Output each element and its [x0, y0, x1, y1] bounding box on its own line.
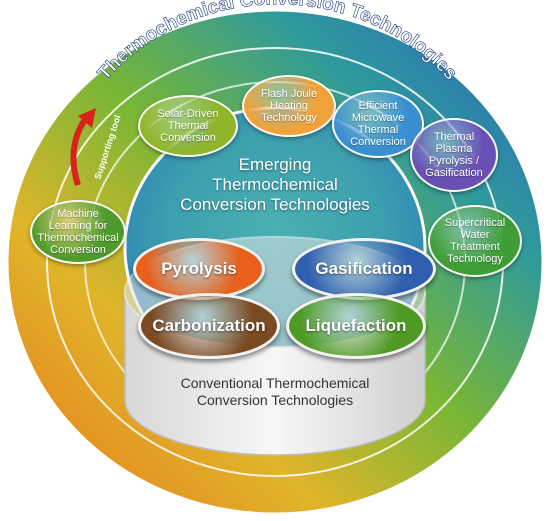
conventional-heading: Conventional Thermochemical Conversion T… — [135, 375, 415, 409]
method-pyrolysis: Pyrolysis — [133, 238, 265, 300]
method-label: Carbonization — [152, 316, 266, 335]
conventional-line-2: Conversion Technologies — [196, 392, 354, 408]
method-label: Pyrolysis — [161, 259, 237, 278]
method-liquefaction: Liquefaction — [286, 293, 426, 359]
method-label: Liquefaction — [305, 316, 407, 335]
method-gasification: Gasification — [292, 238, 436, 300]
conventional-line-1: Conventional Thermochemical — [180, 375, 370, 391]
emerging-heading: Emerging Thermochemical Conversion Techn… — [150, 155, 400, 215]
method-carbonization: Carbonization — [138, 293, 280, 359]
supporting-arrow-head — [78, 108, 96, 128]
emerging-line-2: Thermochemical — [212, 175, 338, 194]
emerging-line-3: Conversion Technologies — [180, 195, 370, 214]
emerging-line-1: Emerging — [238, 155, 312, 174]
method-label: Gasification — [315, 259, 413, 278]
supporting-arrow — [70, 116, 89, 186]
